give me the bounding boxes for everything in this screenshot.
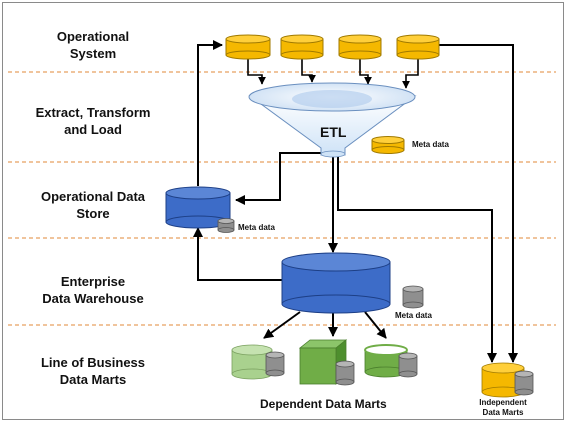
layer-label-edw: Enterprise Data Warehouse — [42, 274, 144, 306]
ods-meta-cylinder — [217, 218, 235, 233]
independent-marts-caption: Independent Data Marts — [479, 398, 527, 417]
source-systems — [225, 34, 440, 60]
dependent-marts-caption: Dependent Data Marts — [260, 397, 387, 411]
dependent-mart-2 — [298, 339, 355, 386]
layer-dividers — [8, 71, 556, 326]
source-cylinder-3 — [338, 34, 382, 60]
independent-mart — [481, 362, 534, 398]
dependent-mart-3 — [364, 344, 418, 378]
ods-to-source-line — [197, 40, 223, 186]
dependent-mart-1 — [231, 344, 285, 380]
edw-meta-data-label: Meta data — [395, 311, 432, 320]
flow-lines — [193, 40, 518, 363]
layer-label-operational-system: Operational System — [56, 29, 130, 61]
source-connector-2 — [301, 58, 316, 83]
source-connector-3 — [359, 58, 372, 85]
etl-to-ods-line — [235, 152, 330, 205]
edw-to-ods-line — [193, 227, 282, 281]
source-cylinder-2 — [280, 34, 324, 60]
source-cylinder-1 — [225, 34, 271, 60]
etl-meta-cylinder — [371, 136, 405, 154]
ods-meta-data-label: Meta data — [238, 223, 275, 232]
layer-label-lob: Line of Business Data Marts — [40, 355, 146, 387]
etl-meta-data-label: Meta data — [412, 140, 449, 149]
edw-to-mart-1-line — [263, 311, 301, 339]
source-connector-1 — [247, 58, 266, 85]
layer-label-ods: Operational Data Store — [40, 189, 146, 221]
diagram-frame — [2, 2, 564, 420]
layer-label-etl: Extract, Transform and Load — [35, 105, 151, 137]
etl-label: ETL — [320, 124, 347, 140]
source-connector-4 — [402, 58, 419, 89]
etl-to-independent-line-1 — [337, 155, 497, 363]
edw-cylinder — [281, 252, 391, 314]
edw-to-mart-3-line — [364, 311, 387, 339]
ods-cylinder — [165, 186, 231, 229]
source-to-independent-line — [435, 44, 518, 363]
edw-meta-cylinder — [402, 285, 424, 309]
source-cylinder-4 — [396, 34, 440, 60]
source-connectors — [247, 58, 419, 89]
etl-funnel — [248, 82, 417, 158]
